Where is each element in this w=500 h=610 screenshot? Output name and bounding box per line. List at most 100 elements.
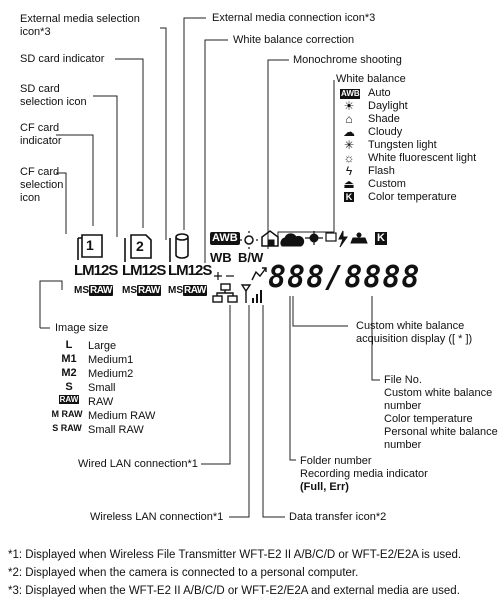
size-label-medium1: Medium1 (88, 354, 134, 366)
lcd-size-sd: LM12S (122, 262, 166, 279)
fluorescent-icon: ☼ (343, 151, 355, 165)
lcd-card-1: 1 (86, 237, 94, 253)
size-code-sraw: S RAW (52, 423, 82, 433)
leader-ext-selection (160, 27, 167, 240)
lcd-data-transfer-icon (251, 267, 267, 281)
wb-label-tungsten: Tungsten light (368, 139, 437, 151)
label-custom-wb-acquisition: Custom white balance acquisition display… (356, 320, 473, 345)
leader-cf-indicator (56, 134, 94, 226)
label-wired-lan: Wired LAN connection*1 (78, 458, 198, 470)
lcd-wireless-lan-icon (240, 284, 262, 303)
lcd-custom-icon (350, 237, 368, 244)
label-data-transfer-icon: Data transfer icon*2 (289, 511, 387, 523)
size-code-s: S (65, 381, 73, 393)
label-sd-card-selection-icon: SD card selection icon (20, 83, 87, 108)
tungsten-icon: ✳ (343, 138, 355, 152)
lcd-fluorescent-icon (325, 232, 337, 242)
wb-label-shade: Shade (368, 113, 400, 125)
white-balance-title: White balance (336, 73, 406, 85)
size-label-medium-raw: Medium RAW (88, 410, 156, 422)
leader-custom-wb (292, 296, 348, 327)
label-file-no: File No. Custom white balance number Col… (384, 374, 498, 451)
lcd-ms-label: MS (168, 285, 183, 296)
leader-wb-bracket (277, 231, 334, 238)
wb-label-daylight: Daylight (368, 100, 408, 112)
leader-monochrome (267, 59, 289, 249)
size-label-small: Small (88, 382, 116, 394)
auto-wb-icon: AWB (340, 89, 360, 99)
leader-sd-indicator (115, 58, 144, 228)
wb-label-flash: Flash (368, 165, 395, 177)
lcd-wired-lan-icon (212, 283, 238, 303)
lcd-card-2: 2 (136, 238, 144, 254)
label-image-size: Image size (55, 322, 109, 334)
leader-data-transfer (262, 305, 285, 518)
wb-label-auto: Auto (368, 87, 391, 99)
wb-label-color-temperature: Color temperature (368, 191, 457, 203)
lcd-ms-label: MS (122, 285, 137, 296)
size-code-l: L (65, 339, 73, 351)
lcd-ms-sd: MSRAW (122, 285, 161, 296)
label-folder-number-values: (Full, Err) (300, 481, 349, 493)
label-cf-card-indicator: CF card indicator (20, 122, 62, 147)
size-label-large: Large (88, 340, 117, 352)
lcd-wb-correction-arrows (214, 272, 234, 280)
lcd-ms-label: MS (74, 285, 89, 296)
label-folder-number: Folder number Recording media indicator (300, 455, 428, 480)
label-external-media-connection-icon: External media connection icon*3 (212, 12, 376, 24)
lcd-raw-cf: RAW (89, 285, 113, 296)
wb-label-custom: Custom (368, 178, 406, 190)
size-label-medium2: Medium2 (88, 368, 134, 380)
lcd-size-cf: LM12S (74, 262, 118, 279)
color-temperature-icon: K (344, 192, 354, 202)
lcd-raw-sd: RAW (137, 285, 161, 296)
label-cf-card-selection-icon: CF card selection icon (20, 166, 64, 204)
footnote-1: *1: Displayed when Wireless File Transmi… (8, 549, 462, 561)
size-label-raw: RAW (88, 396, 114, 408)
lcd-raw-ext: RAW (183, 285, 207, 296)
label-external-media-selection-icon: External media selection icon*3 (20, 13, 140, 38)
lcd-ms-ext: MSRAW (168, 285, 207, 296)
leader-sd-selection (93, 95, 118, 237)
size-label-small-raw: Small RAW (88, 424, 144, 436)
leader-cf-selection (56, 172, 67, 234)
label-monochrome-shooting: Monochrome shooting (293, 54, 402, 66)
lcd-awb: AWB (210, 232, 240, 245)
footnote-3: *3: Displayed when the WFT-E2 II A/B/C/D… (8, 585, 460, 597)
size-code-raw: RAW (58, 395, 80, 404)
cf-card-1-icon (81, 234, 103, 258)
wb-label-fluorescent: White fluorescent light (368, 152, 477, 164)
leader-folder (289, 296, 296, 461)
label-wireless-lan: Wireless LAN connection*1 (90, 511, 224, 523)
leader-wired-lan (201, 305, 231, 465)
external-media-icon (175, 233, 189, 259)
size-code-m2: M2 (61, 367, 77, 379)
lcd-daylight-icon (244, 235, 254, 245)
lcd-size-ext: LM12S (168, 262, 212, 279)
leader-wireless-lan (229, 305, 250, 518)
leader-ext-connection (183, 17, 206, 230)
leader-file-no (371, 296, 380, 381)
lcd-cloudy-icon (280, 233, 305, 247)
lcd-shade-icon (261, 230, 279, 247)
leader-wb-correction (204, 39, 228, 263)
label-sd-card-indicator: SD card indicator (20, 53, 105, 65)
lcd-ms-cf: MSRAW (74, 285, 113, 296)
lcd-digits: 888/8888 (268, 260, 421, 295)
cloudy-icon: ☁ (343, 125, 355, 139)
size-code-mraw: M RAW (51, 409, 83, 419)
size-code-m1: M1 (61, 353, 77, 365)
leader-image-size (39, 280, 63, 328)
daylight-icon: ☀ (343, 99, 355, 113)
shade-icon: ⌂ (345, 112, 353, 126)
lcd-k: K (375, 232, 387, 245)
label-white-balance-correction: White balance correction (233, 34, 355, 46)
lcd-wb: WB (210, 250, 232, 265)
custom-wb-icon: ⏏ (343, 177, 355, 191)
wb-label-cloudy: Cloudy (368, 126, 403, 138)
flash-icon: ϟ (345, 164, 353, 178)
footnote-2: *2: Displayed when the camera is connect… (8, 567, 359, 579)
sd-card-2-icon (130, 234, 152, 259)
lcd-bw: B/W (238, 250, 264, 265)
